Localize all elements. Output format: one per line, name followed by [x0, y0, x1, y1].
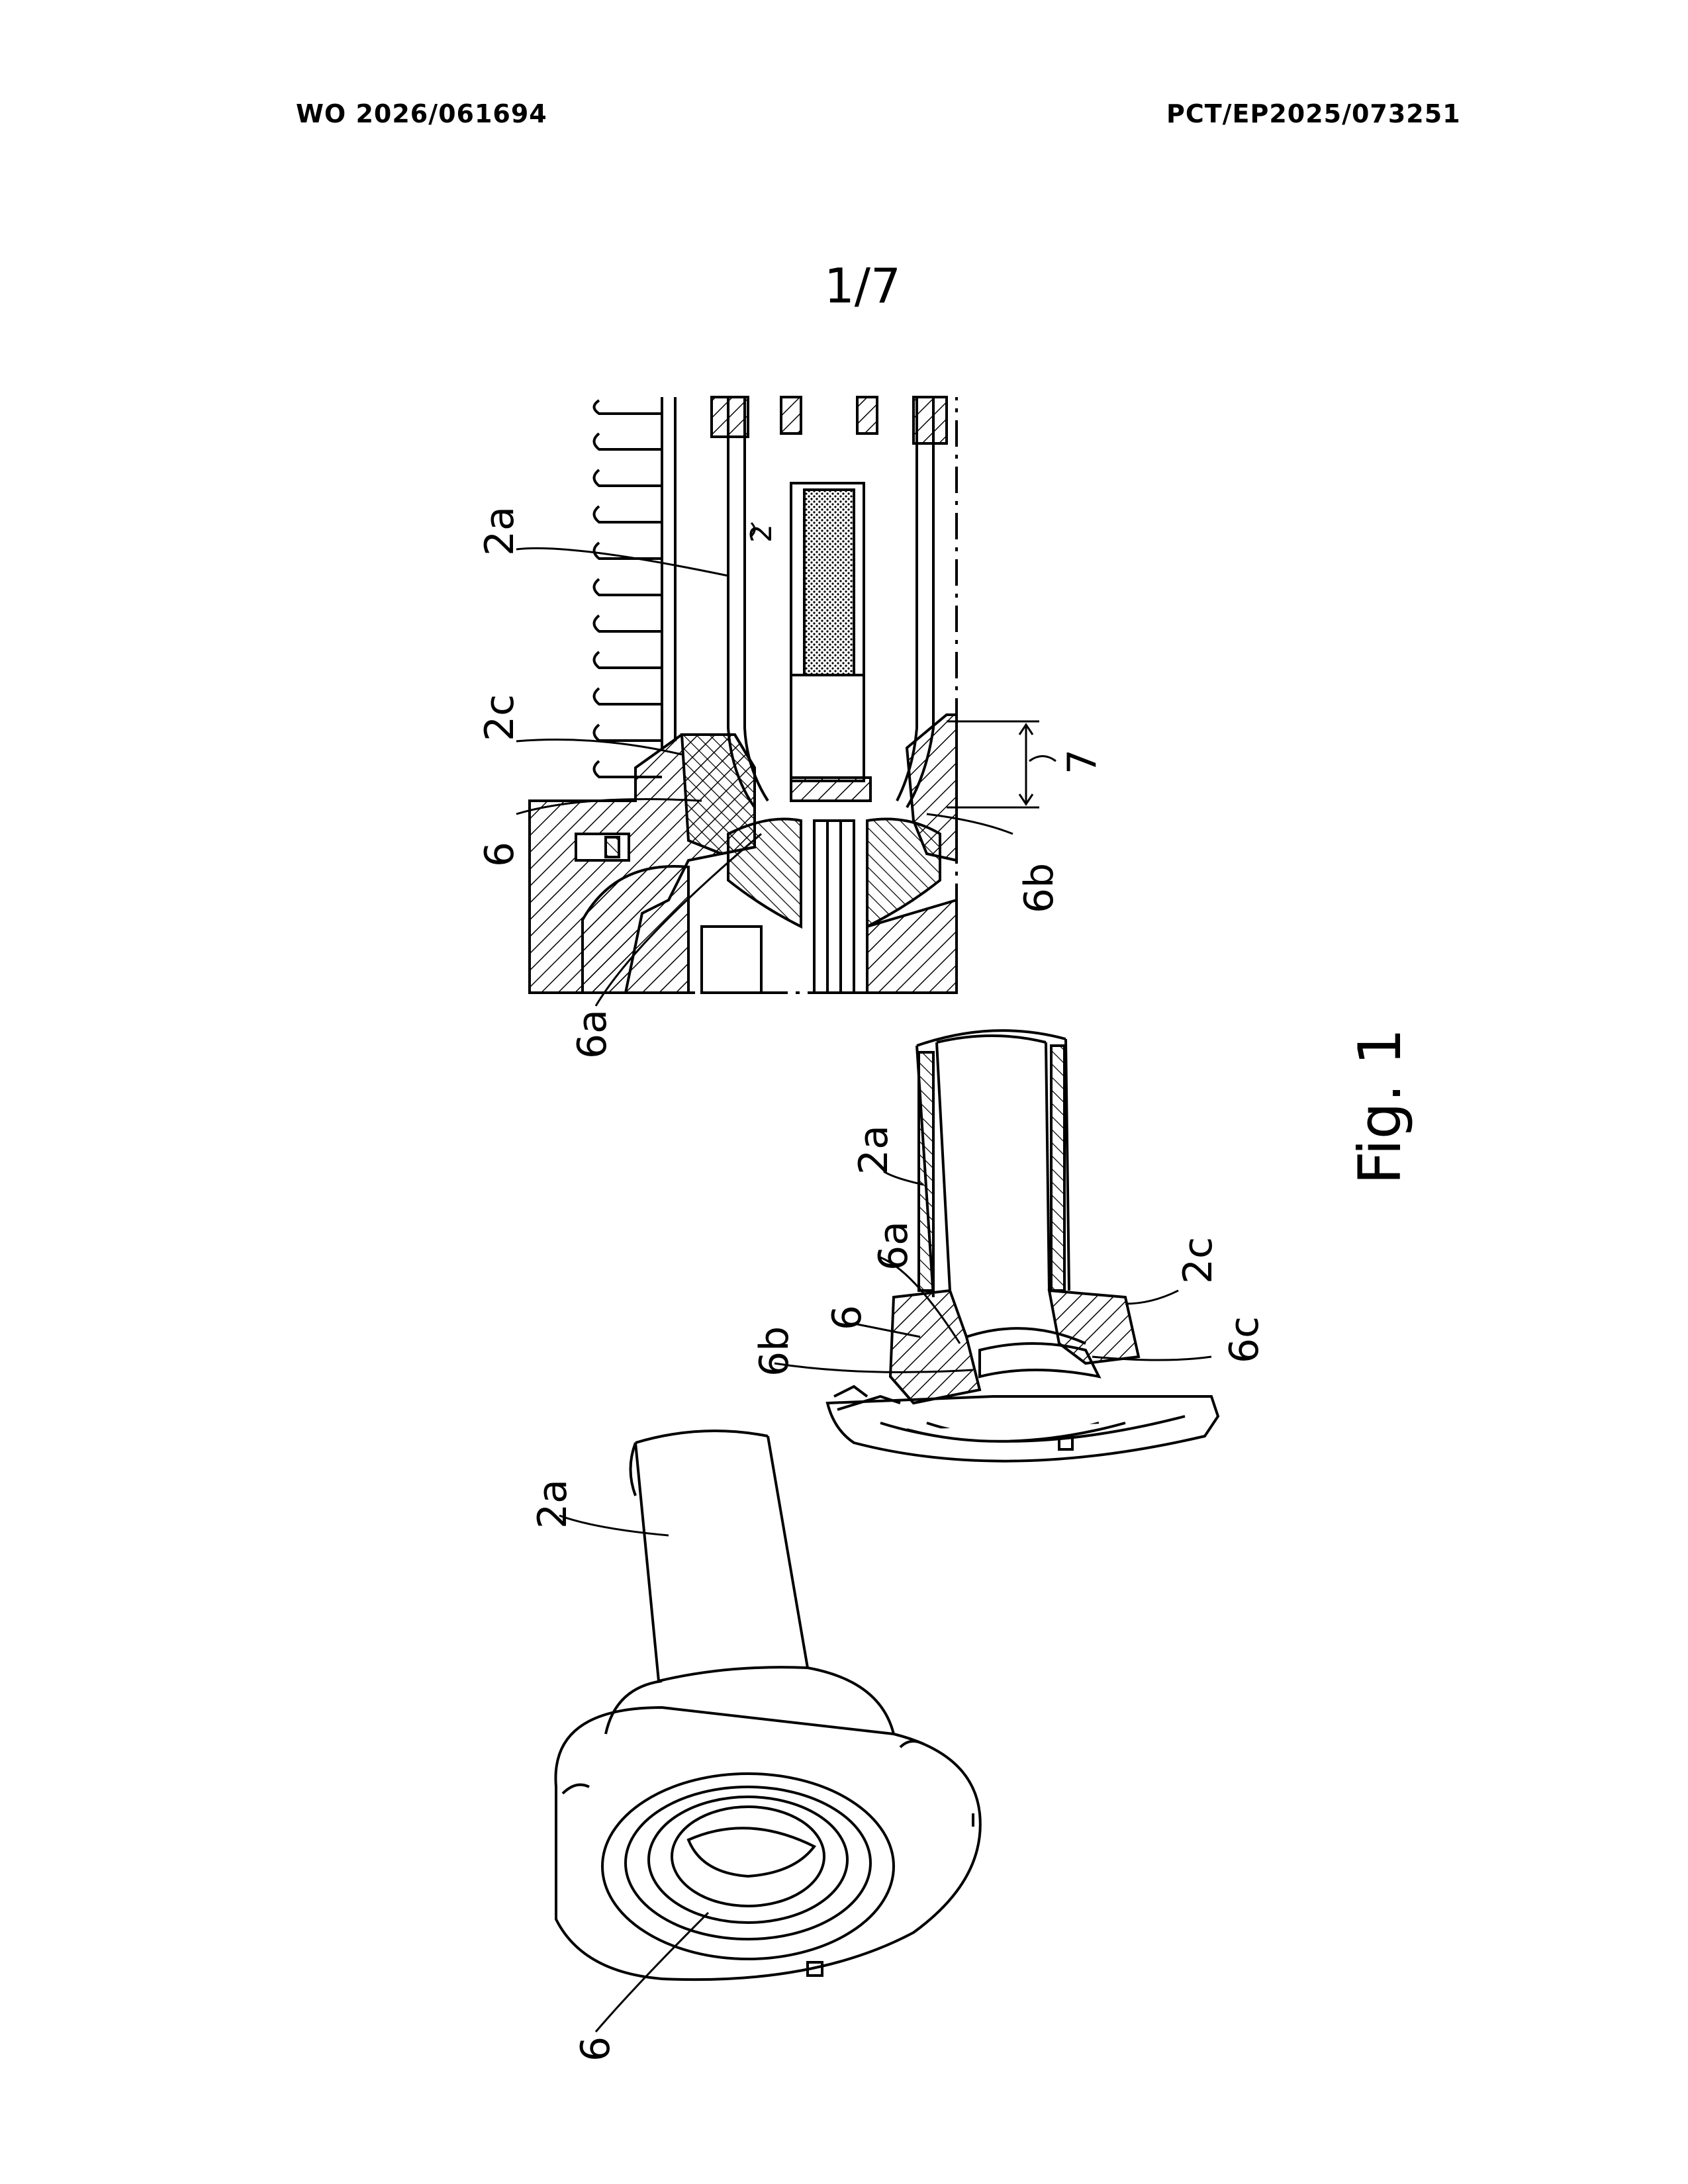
label-2a-bottom: 2a: [530, 1479, 576, 1529]
perspective-view-labels: [559, 1516, 708, 2032]
dimension-7: [947, 721, 1056, 807]
label-2a-middle: 2a: [851, 1125, 897, 1175]
label-6c-middle: 6c: [1221, 1316, 1268, 1363]
cutaway-view-labels: [774, 1171, 1211, 1372]
label-6-bottom: 6: [573, 2036, 619, 2062]
label-2c-middle: 2c: [1175, 1237, 1221, 1284]
label-2a-top: 2a: [477, 506, 523, 556]
perspective-view: [555, 1431, 980, 1979]
label-6a-middle: 6a: [870, 1221, 917, 1271]
spring-fins: [594, 400, 663, 777]
label-6-top: 6: [477, 842, 523, 867]
label-6-middle: 6: [824, 1305, 870, 1330]
label-2c-top: 2c: [477, 694, 523, 741]
figure-caption: Fig. 1: [1346, 1028, 1414, 1185]
label-2-top: 2: [745, 524, 778, 543]
section-view: [530, 397, 1056, 993]
label-7-top: 7: [1059, 749, 1105, 774]
label-6b-middle: 6b: [751, 1326, 798, 1377]
label-6a-top: 6a: [569, 1009, 616, 1059]
label-6b-top: 6b: [1016, 863, 1062, 913]
